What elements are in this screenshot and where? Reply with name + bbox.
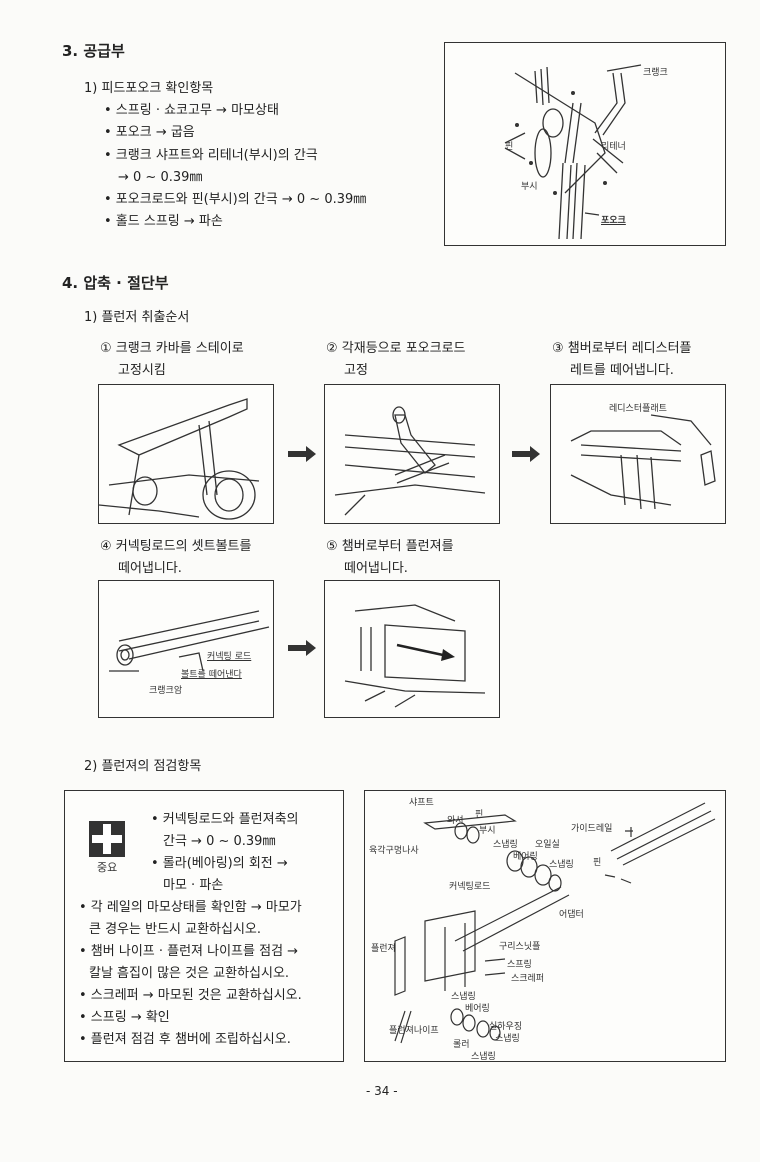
note-item: • 스프링 → 확인 <box>79 1010 170 1025</box>
part-label: 어댑터 <box>559 910 584 920</box>
step-3-figure: 레디스터플래트 <box>550 384 726 524</box>
retainer-label: 리테너 <box>601 142 626 152</box>
part-label: 가이드레일 <box>571 824 613 834</box>
feed-fork-drawing <box>504 64 642 240</box>
arrow-icon <box>288 640 316 656</box>
part-label: 스냅링 <box>451 992 476 1002</box>
step-1-figure <box>98 384 274 524</box>
radiator-plate-label: 레디스터플래트 <box>609 404 667 414</box>
part-label: 플런져나이프 <box>389 1026 439 1036</box>
step-2-figure <box>324 384 500 524</box>
part-label: 스크레퍼 <box>511 974 545 984</box>
step-3-drawing <box>570 414 716 510</box>
part-label: 스냅링 <box>495 1034 520 1044</box>
step-1-drawing <box>99 398 260 520</box>
part-label: 스냅링 <box>471 1052 496 1062</box>
list-item: • 크랭크 샤프트와 리테너(부시)의 간극 <box>104 148 318 163</box>
arrow-icon <box>288 446 316 462</box>
list-item: → 0 ~ 0.39㎜ <box>118 170 203 185</box>
step-2-drawing <box>334 406 486 516</box>
important-label: 중요 <box>97 861 118 874</box>
pin-label: 핀 <box>505 142 514 152</box>
part-label: 롤러 <box>453 1040 470 1050</box>
part-label: 베어링 <box>465 1004 490 1014</box>
section4-subtitle: 1) 플런저 취출순서 <box>84 310 190 325</box>
list-item: • 포오크로드와 핀(부시)의 간극 → 0 ~ 0.39㎜ <box>104 192 367 207</box>
part-label: 핀 <box>593 858 602 868</box>
part-label: 실하우징 <box>489 1022 523 1032</box>
step-5-figure <box>324 580 500 718</box>
important-item: • 커넥팅로드와 플런져축의 <box>151 812 299 827</box>
part-label: 와셔 <box>447 816 464 826</box>
part-label: 베어링 <box>513 852 538 862</box>
plunger-parts-figure: 샤프트 와셔 핀 부시 육각구멍나사 스냅링 오일실 베어링 스냅링 가이드레일… <box>364 790 726 1062</box>
feed-fork-figure: 크랭크 리테너 핀 부시 포오크 <box>444 42 726 246</box>
note-item: • 챔버 나이프 · 플런져 나이프를 점검 → <box>79 944 299 959</box>
note-item: • 각 레일의 마모상태를 확인함 → 마모가 <box>79 900 302 915</box>
part-label: 샤프트 <box>409 798 434 808</box>
note-item: • 플런져 점검 후 챔버에 조립하십시오. <box>79 1032 291 1047</box>
important-item: 마모 · 파손 <box>163 878 224 893</box>
part-label: 핀 <box>475 810 484 820</box>
note-item: 칼날 흠집이 많은 것은 교환하십시오. <box>89 966 290 981</box>
list-item: • 홀드 스프링 → 파손 <box>104 214 223 229</box>
part-label: 스냅링 <box>493 840 518 850</box>
step-4-drawing <box>109 610 270 672</box>
section4-subtitle-2: 2) 플런져의 점검항목 <box>84 759 202 774</box>
part-label: 플런져 <box>371 944 396 954</box>
inspection-notes-box: 중요 • 커넥팅로드와 플런져축의 간극 → 0 ~ 0.39㎜ • 롤라(베아… <box>64 790 344 1062</box>
part-label: 부시 <box>479 826 496 836</box>
crank-arm-label: 크랭크암 <box>149 686 183 696</box>
section4-title: 4. 압축 · 절단부 <box>62 274 169 292</box>
part-label: 오일실 <box>535 840 560 850</box>
part-label: 스냅링 <box>549 860 574 870</box>
section3-title: 3. 공급부 <box>62 42 125 60</box>
crank-label: 크랭크 <box>643 68 668 78</box>
part-label: 육각구멍나사 <box>369 846 419 856</box>
page-number: - 34 - <box>366 1084 398 1098</box>
arrow-icon <box>512 446 540 462</box>
part-label: 스프링 <box>507 960 532 970</box>
fork-label: 포오크 <box>601 216 626 226</box>
bolt-label: 볼트를 떼어낸다 <box>181 670 242 680</box>
note-item: 큰 경우는 반드시 교환하십시오. <box>89 922 262 937</box>
plunger-parts-drawing <box>394 802 716 1044</box>
note-item: • 스크레퍼 → 마모된 것은 교환하십시오. <box>79 988 302 1003</box>
section3-subtitle: 1) 피드포오크 확인항목 <box>84 81 214 96</box>
connecting-rod-label: 커넥팅 로드 <box>207 652 252 662</box>
step-4-figure: 커넥팅 로드 볼트를 떼어낸다 크랭크암 <box>98 580 274 718</box>
list-item: • 포오크 → 굽음 <box>104 125 195 140</box>
bush-label: 부시 <box>521 182 538 192</box>
important-item: 간극 → 0 ~ 0.39㎜ <box>163 834 276 849</box>
step-5-drawing <box>344 604 486 708</box>
list-item: • 스프링 · 쇼코고무 → 마모상태 <box>104 103 279 118</box>
important-item: • 롤라(베아링)의 회전 → <box>151 856 288 871</box>
part-label: 구리스닛플 <box>499 942 541 952</box>
important-icon <box>89 821 125 857</box>
part-label: 커넥팅로드 <box>449 882 491 892</box>
